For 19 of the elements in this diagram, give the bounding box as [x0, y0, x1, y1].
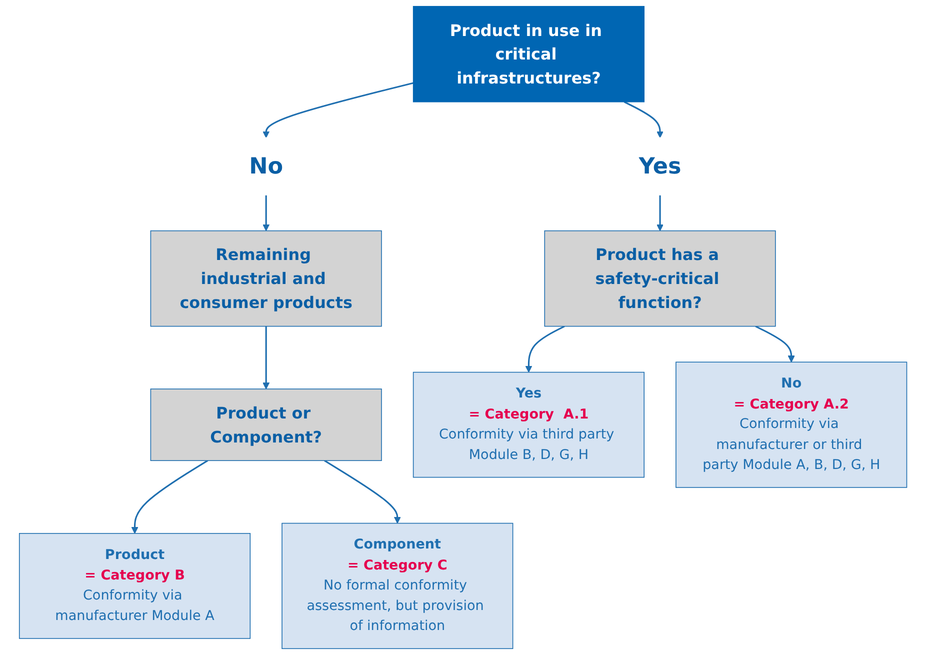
node-box: Product = Category B Conformity via manufacturer Module A [19, 533, 251, 639]
arrow [656, 194, 664, 232]
node-box: Product has a safety-critical function? [544, 230, 776, 327]
arrow [624, 101, 664, 138]
arrow [263, 326, 270, 390]
arrow [263, 82, 414, 138]
node-text: No [250, 152, 284, 180]
arrow [756, 326, 796, 362]
node-text: Yes [639, 152, 682, 180]
node-box: No = Category A.2 Conformity via manufacturer or third party Module A, B, D, G, H [676, 362, 908, 488]
node-box: Yes = Category A.1 Conformity via third party Module B, D, G, H [413, 372, 645, 478]
node-box: Component = Category C No formal conformity assessment, but provision of information [282, 522, 514, 650]
arrow [263, 194, 270, 232]
arrow [324, 460, 402, 524]
arrow [526, 326, 566, 373]
arrow [132, 460, 209, 534]
node-box: Remaining industrial and consumer products [150, 230, 382, 327]
node-box: Product in use in critical infrastructures? [413, 6, 645, 102]
node-box: Product or Component? [150, 388, 382, 461]
